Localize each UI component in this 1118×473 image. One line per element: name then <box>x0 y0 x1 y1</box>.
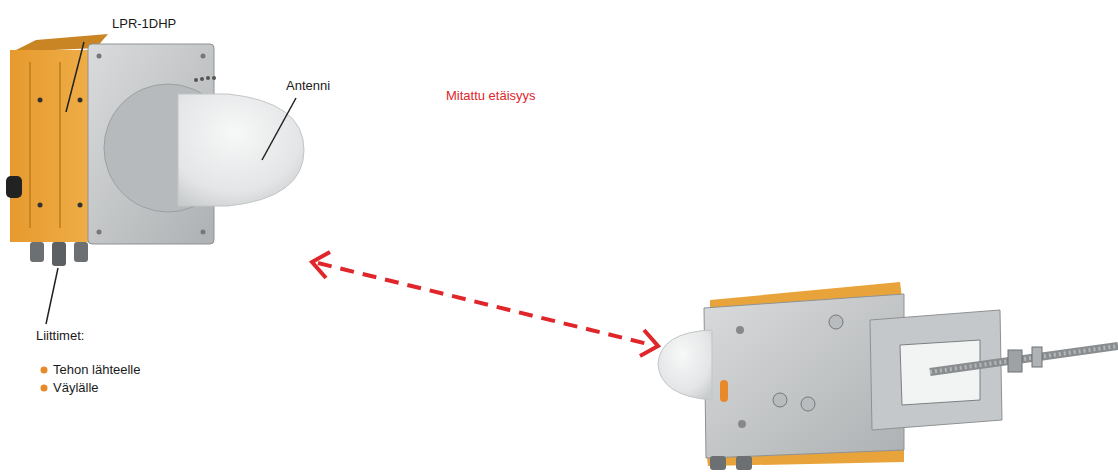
part-name: LPR-1DHP <box>112 16 176 32</box>
screw <box>736 326 744 334</box>
orange-housing <box>10 50 100 242</box>
distance-arrow <box>318 263 652 345</box>
bolt <box>801 397 815 411</box>
housing-rib <box>29 62 31 228</box>
led <box>200 77 204 81</box>
list-item: Tehon lähteelle <box>53 362 140 378</box>
thread <box>930 346 1118 372</box>
threaded-rod <box>930 346 1118 372</box>
dimension-label: Mitattu etäisyys <box>446 88 536 104</box>
screw <box>201 54 206 59</box>
connector <box>74 242 88 262</box>
arrowhead <box>312 252 330 278</box>
bolt <box>829 315 843 329</box>
connector <box>30 242 44 262</box>
screw <box>97 54 102 59</box>
housing-rib <box>59 62 61 228</box>
connector <box>52 242 66 266</box>
screw <box>738 420 746 428</box>
screw <box>38 203 43 208</box>
slot <box>720 380 728 402</box>
part-label: Antenni <box>286 78 330 94</box>
antenna-dome <box>178 94 304 206</box>
screw <box>78 98 83 103</box>
part-label: Liittimet: <box>36 328 84 344</box>
led <box>206 76 210 80</box>
connector <box>710 456 726 470</box>
connector <box>736 456 752 470</box>
arrowhead <box>640 330 658 356</box>
led <box>212 76 216 80</box>
list-item: Väylälle <box>53 380 99 396</box>
nut <box>1008 350 1022 372</box>
bolt <box>773 393 787 407</box>
screw <box>97 230 102 235</box>
bullet <box>41 385 48 392</box>
bullet <box>41 367 48 374</box>
leader-line <box>262 98 296 160</box>
led <box>194 78 198 82</box>
screw <box>201 230 206 235</box>
screw <box>78 203 83 208</box>
screw <box>38 98 43 103</box>
washer <box>1032 347 1042 367</box>
antenna-dome <box>658 330 712 400</box>
leader-line <box>46 268 58 324</box>
leader-line <box>66 42 84 112</box>
knob <box>6 176 22 198</box>
